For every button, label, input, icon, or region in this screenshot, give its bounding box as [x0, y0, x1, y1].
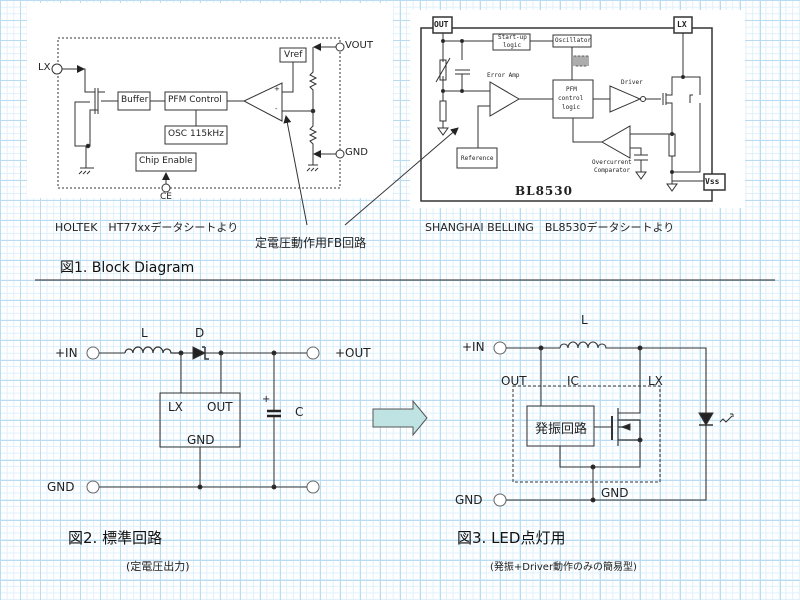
holtek-lx-pin	[51, 63, 63, 75]
holtek-error-amp	[242, 82, 283, 122]
chip-enable-block	[135, 152, 197, 172]
fig2-capacitor	[267, 409, 281, 418]
fig3-inductor-label: L	[581, 313, 588, 327]
fb-arrow-holtek	[283, 115, 308, 226]
fig2-diode-label: D	[195, 326, 205, 340]
figure2-title: 図2. 標準回路	[68, 529, 163, 547]
fig2-gnd-label: GND	[47, 480, 75, 494]
oscillator-block-label: 発振回路	[535, 422, 588, 437]
error-amp-label: Error Amp	[487, 72, 520, 79]
opamp-minus-label: -	[275, 105, 278, 113]
pfm-logic-label-2: control	[558, 95, 584, 102]
pfm-logic-label-3: logic	[562, 104, 581, 111]
startup-logic-label-1: Start-up	[498, 34, 527, 41]
bl8530-vss-label: Vss	[705, 177, 720, 186]
fig2-gnd-terminal	[86, 480, 100, 494]
buffer-label: Buffer	[121, 95, 149, 105]
holtek-vout-label: VOUT	[345, 40, 373, 51]
fig2-ic-lx: LX	[168, 400, 183, 414]
holtek-gnd-pin	[335, 149, 345, 159]
pfm-logic-label-1: PFM	[566, 86, 577, 93]
led-light-rays	[719, 415, 733, 423]
holtek-gnd-label: GND	[345, 147, 368, 158]
figure2-subtitle: (定電圧出力)	[126, 560, 190, 573]
fig2-diode	[192, 346, 207, 360]
fig3-gnd-terminal	[493, 493, 507, 507]
overcurrent-label-2: Comparator	[594, 167, 631, 174]
fig3-in-terminal	[493, 341, 507, 355]
fig3-gnd-label: GND	[455, 493, 483, 507]
fig2-out-label: +OUT	[335, 346, 371, 360]
startup-logic-label-2: logic	[503, 42, 522, 49]
fig3-in-label: +IN	[462, 340, 485, 354]
fig2-in-label: +IN	[55, 346, 78, 360]
osc-block	[164, 125, 228, 145]
fig2-ic-gnd: GND	[187, 433, 215, 447]
overcurrent-comparator	[600, 125, 631, 159]
fig2-out-terminal	[306, 346, 320, 360]
fig3-ic-boundary	[512, 385, 661, 483]
holtek-ce-pin	[161, 183, 171, 193]
bl8530-lx-label: LX	[677, 20, 687, 29]
fig2-in-terminal	[86, 346, 100, 360]
holtek-ce-label: CE	[160, 192, 172, 202]
bl8530-out-label: OUT	[434, 20, 449, 29]
holtek-lx-label: LX	[38, 62, 51, 73]
fig2-capacitor-label: C	[295, 405, 304, 419]
vref-label: Vref	[284, 50, 303, 60]
overcurrent-label-1: Overcurrent	[592, 159, 632, 166]
fb-annotation: 定電圧動作用FB回路	[255, 236, 367, 250]
bl8530-vss-pin	[703, 173, 726, 191]
bl8530-panel	[410, 10, 745, 208]
fig2-out-gnd-terminal	[306, 480, 320, 494]
opamp-plus-label: +	[274, 85, 280, 93]
holtek-panel	[27, 3, 393, 198]
fig3-ic-label: IC	[567, 374, 579, 388]
fig3-led	[698, 412, 714, 426]
fig2-cap-plus: +	[262, 394, 271, 405]
fig2-inductor-label: L	[141, 326, 148, 340]
reference-block	[456, 147, 498, 169]
figure3-subtitle: (発振+Driver動作のみの簡易型)	[490, 562, 637, 573]
fig2-inductor	[124, 346, 181, 354]
holtek-caption: HOLTEK HT77xxデータシートより	[55, 221, 239, 234]
bl8530-ic-boundary	[420, 27, 713, 202]
fig2-ic-out: OUT	[207, 400, 233, 414]
holtek-ic-boundary	[57, 37, 341, 189]
bl8530-error-amp	[489, 81, 520, 117]
chip-enable-label: Chip Enable	[139, 156, 193, 166]
fig3-ic-gnd-label: GND	[601, 486, 629, 500]
holtek-vout-pin	[335, 42, 345, 52]
transform-arrow	[372, 399, 428, 437]
figure1-title: 図1. Block Diagram	[60, 260, 195, 276]
osc-label: OSC 115kHz	[168, 129, 224, 139]
oscillator-label: Oscillator	[555, 37, 592, 44]
startup-logic-block	[492, 33, 531, 51]
bl8530-chip-name: BL8530	[515, 184, 573, 198]
fig3-inductor	[506, 341, 707, 501]
reference-label: Reference	[461, 155, 494, 162]
driver-label: Driver	[621, 79, 643, 86]
figure3-title: 図3. LED点灯用	[457, 529, 566, 547]
fig3-ic-out-label: OUT	[501, 374, 527, 388]
fb-arrow-bl8530	[344, 127, 459, 226]
driver-buffer	[609, 85, 642, 113]
pfm-control-label: PFM Control	[168, 95, 222, 105]
fig3-ic-lx-label: LX	[648, 374, 663, 388]
bl8530-caption: SHANGHAI BELLING BL8530データシートより	[425, 221, 675, 234]
